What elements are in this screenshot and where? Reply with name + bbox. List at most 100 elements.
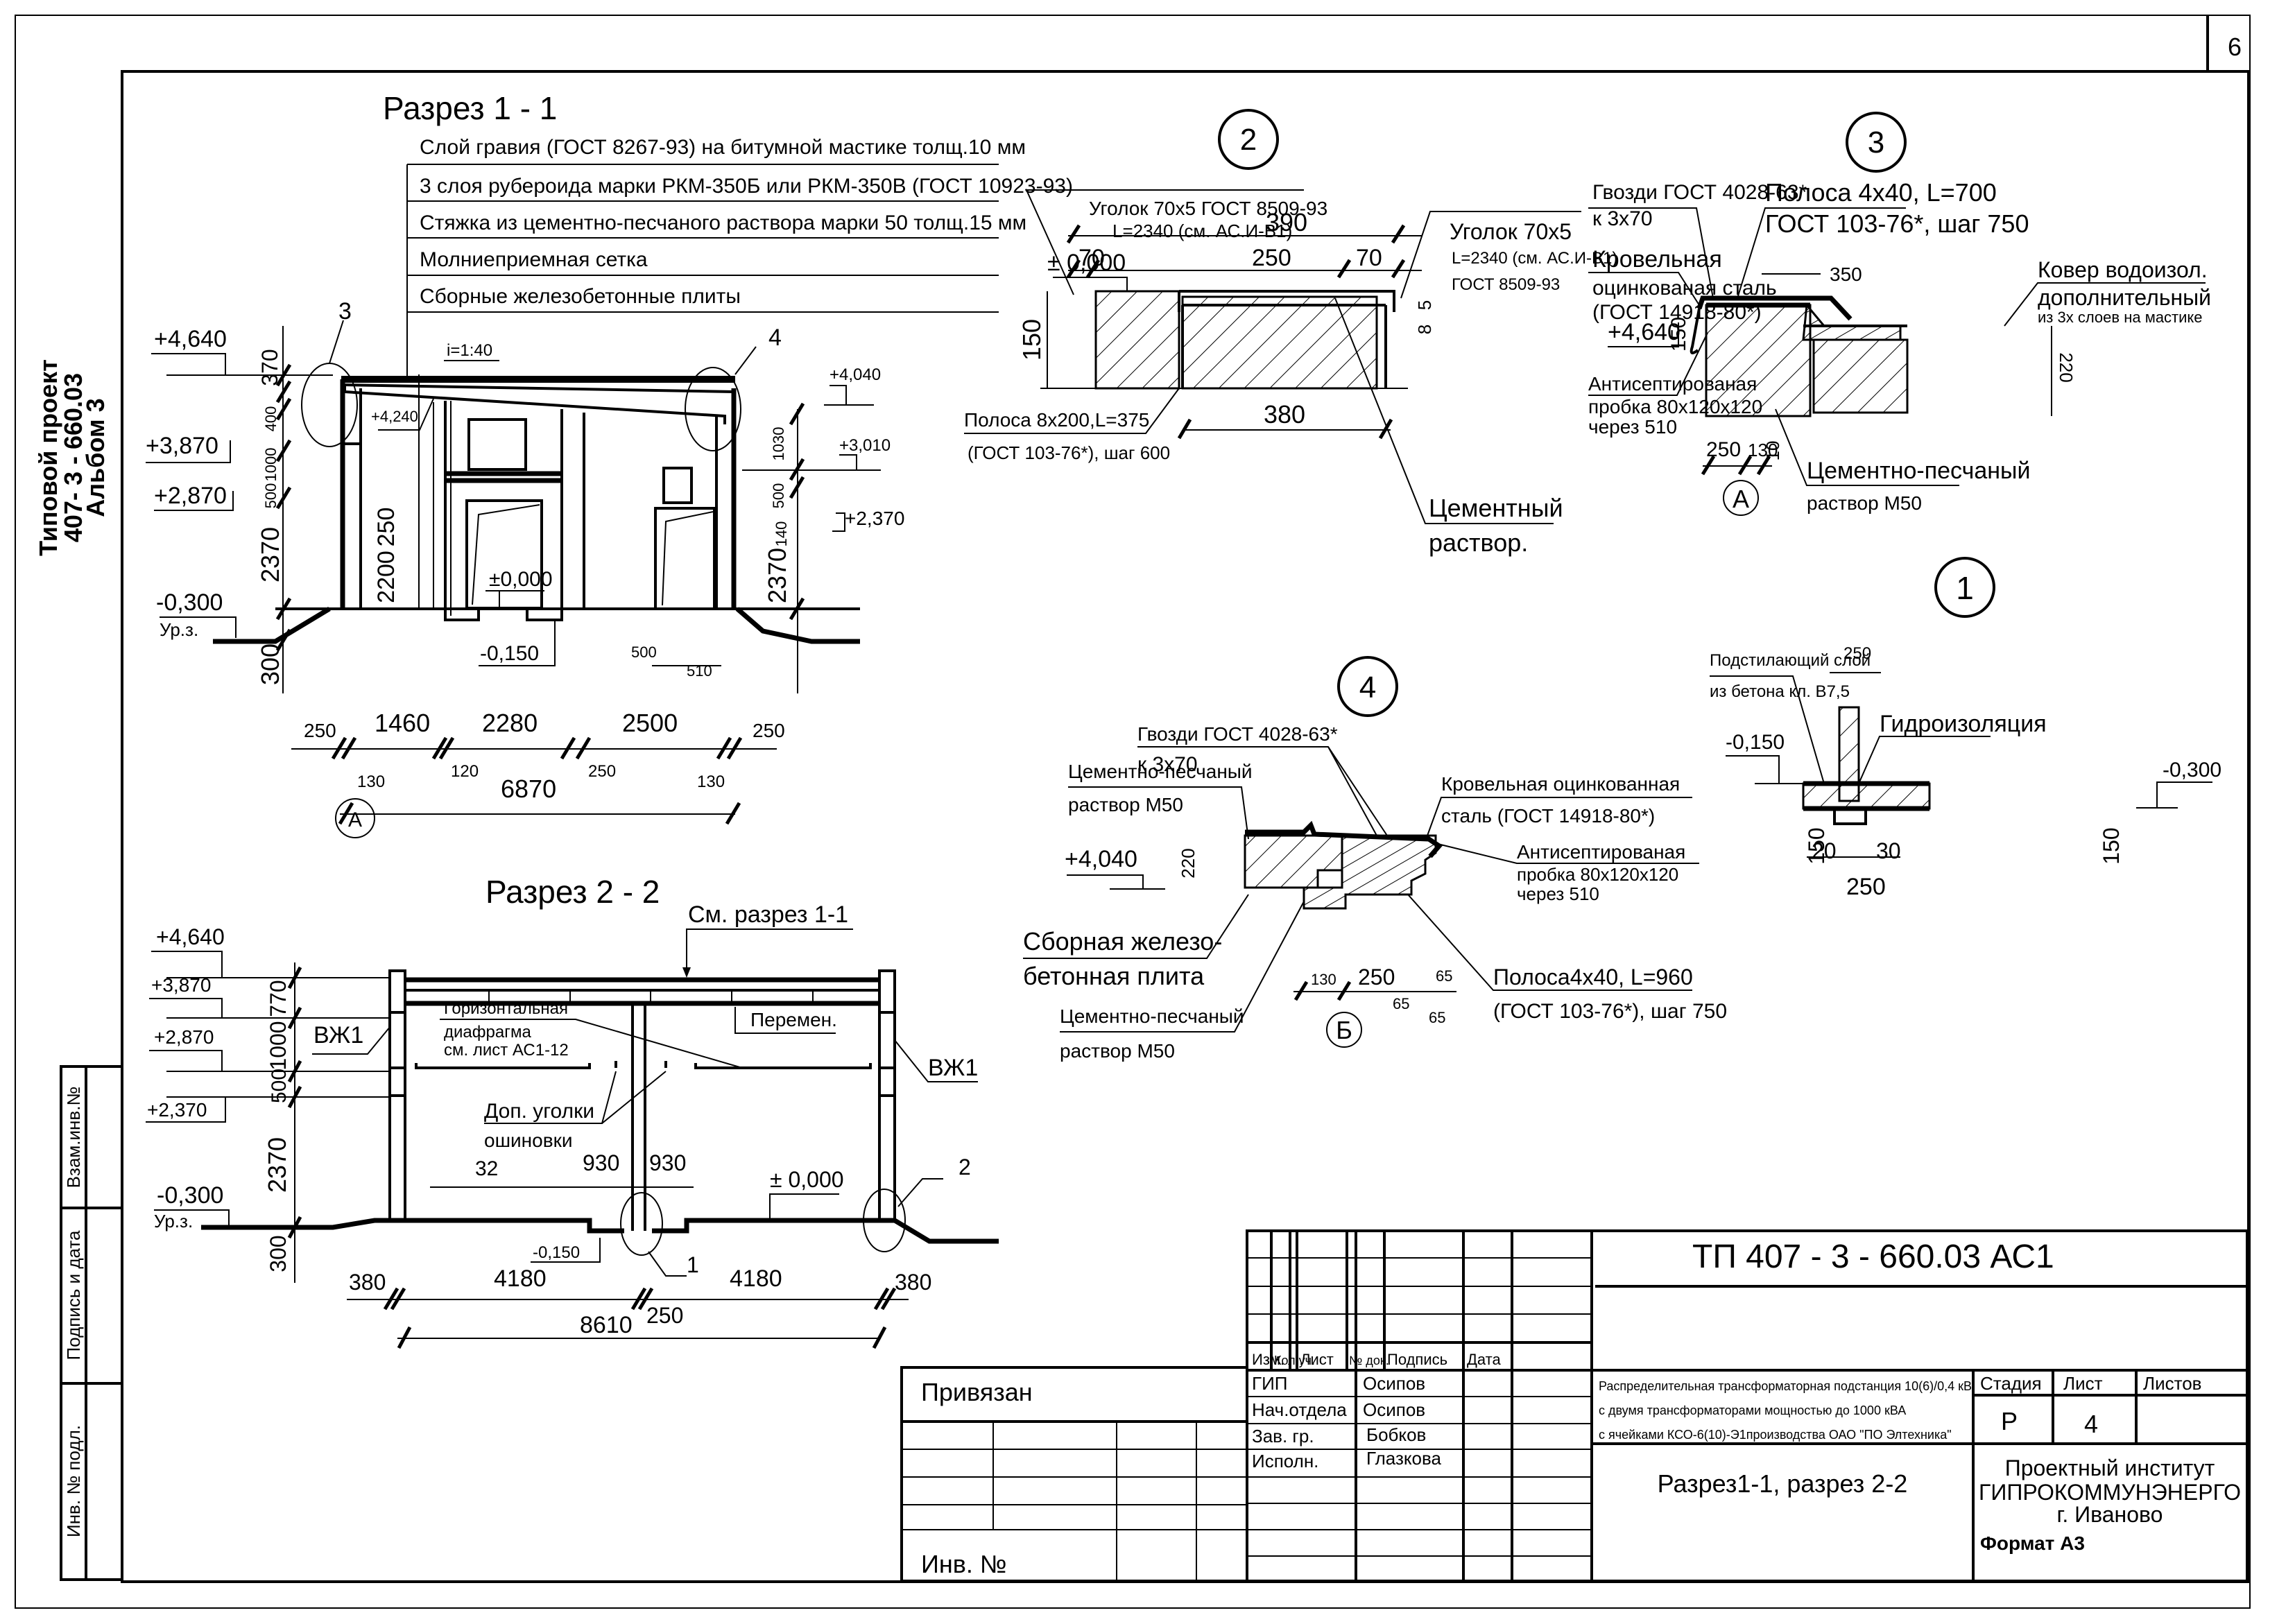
detail-2-marker xyxy=(1218,109,1279,170)
d4-mortar-top-1: Цементно-песчаный xyxy=(1068,761,1253,782)
section-2-2-levels: +4,640 +3,870 +2,870 +2,370 -0,300 Ур.з.… xyxy=(146,924,844,1263)
s2-dim-300: 300 xyxy=(266,1235,291,1272)
dim-right-500: 500 xyxy=(770,483,787,509)
d3-plug-3: через 510 xyxy=(1588,416,1677,438)
level-3870: +3,870 xyxy=(146,433,218,459)
d1-level-m150: -0,150 xyxy=(1726,731,1785,754)
d3-level-4640: +4,640 xyxy=(1608,319,1681,345)
s2-level-0: ± 0,000 xyxy=(770,1167,844,1192)
detail-3-number: 3 xyxy=(1868,126,1884,159)
dim-b-130-right: 130 xyxy=(697,772,725,791)
axis-a-label: А xyxy=(348,809,362,831)
d4-dim-65-c: 65 xyxy=(1429,1009,1445,1026)
dim-b-250-left: 250 xyxy=(304,720,336,741)
name-head-dept: Осипов xyxy=(1363,1399,1425,1420)
roof-layer-5: Сборные железобетонные плиты xyxy=(420,285,741,308)
diaphragm-label-1: Горизонтальная xyxy=(444,999,568,1018)
dim-b-250-mid: 250 xyxy=(588,762,616,781)
dim-b-1460: 1460 xyxy=(375,709,430,737)
header-izm: Изм. xyxy=(1252,1351,1284,1368)
roof-layer-3: Стяжка из цементно-песчаного раствора ма… xyxy=(420,211,1026,234)
section-1-1-dims-right: +4,040 +3,010 +2,370 1030 500 140 2370 5… xyxy=(479,365,904,693)
s2-dim-1000: 1000 xyxy=(266,1021,291,1070)
section-1-1-levels-left: +4,640 +3,870 +2,870 -0,300 Ур.з. +4,240 xyxy=(146,326,434,640)
stamp-signature-date: Подпись и дата xyxy=(63,1230,84,1360)
section-2-2-dims-left: 770 1000 500 2370 300 xyxy=(263,962,302,1283)
dim-inner-2200: 2200 xyxy=(373,551,399,603)
project-desc-3: с ячейками КСО-6(10)-Э1производства ОАО … xyxy=(1599,1428,1952,1442)
diaphragm-label-2: диафрагма xyxy=(444,1023,531,1042)
header-date: Дата xyxy=(1467,1351,1501,1368)
detail-4-callout-circle xyxy=(685,367,741,451)
s2-dim-4180-right: 4180 xyxy=(730,1265,782,1292)
stamp-original-inv: Инв. № подл. xyxy=(63,1425,84,1537)
dim-right-140: 140 xyxy=(773,521,790,547)
detail-3-marker xyxy=(1846,112,1907,173)
s2-dim-380-right: 380 xyxy=(895,1270,931,1295)
side-label-line2: 407- 3 - 660.03 xyxy=(59,373,87,542)
d3-dim-150: 150 xyxy=(1667,317,1690,352)
d2-angle-right-3: ГОСТ 8509-93 xyxy=(1452,275,1560,294)
s2-dim-2370: 2370 xyxy=(263,1137,291,1193)
d2-dim-250: 250 xyxy=(1252,245,1291,271)
see-section-1-1-note: См. разрез 1-1 xyxy=(688,901,848,928)
d3-mortar-1: Цементно-песчаный xyxy=(1807,458,2030,484)
section-2-2-building: 1 2 xyxy=(201,969,999,1277)
d4-plug-2: пробка 80х120х120 xyxy=(1517,864,1678,885)
role-head-dept: Нач.отдела xyxy=(1252,1399,1347,1420)
d3-carpet-1: Ковер водоизол. xyxy=(2038,257,2208,282)
d4-strip-1: Полоса4х40, L=960 xyxy=(1493,965,1693,990)
d2-mortar-1: Цементный xyxy=(1429,494,1563,522)
d2-dim-8: 8 xyxy=(1414,325,1435,334)
dim-right-1030: 1030 xyxy=(770,427,787,461)
d3-strip-1: Полоса 4х40, L=700 xyxy=(1765,178,1997,207)
sheet-header: Лист xyxy=(2063,1373,2103,1394)
section-1-1-dims-bottom: 250 1460 2280 2500 250 130 120 250 130 6… xyxy=(291,709,785,838)
name-executor: Глазкова xyxy=(1366,1448,1442,1469)
callout-4-label: 4 xyxy=(768,325,782,351)
format-label: Формат А3 xyxy=(1980,1532,2085,1554)
role-gip: ГИП xyxy=(1252,1373,1287,1394)
d2-dim-70-left: 70 xyxy=(1078,245,1105,271)
detail-4: 4 Гвозди ГОСТ 4028-63* к 3х70 Цементно-п… xyxy=(1023,656,1727,1062)
dim-500: 500 xyxy=(262,483,280,509)
d1-level-m300: -0,300 xyxy=(2163,759,2221,781)
d2-level-0: ± 0,000 xyxy=(1047,250,1126,276)
callout-2-label: 2 xyxy=(959,1155,971,1180)
dim-small-510: 510 xyxy=(687,662,712,680)
detail-1-number: 1 xyxy=(1956,570,1974,606)
dim-right-2370: 2370 xyxy=(763,548,791,603)
d3-axis-label: А xyxy=(1733,485,1749,513)
dim-2370: 2370 xyxy=(256,527,284,582)
detail-2-number: 2 xyxy=(1240,123,1257,157)
d4-axis-marker xyxy=(1326,1012,1362,1048)
d2-dim-380: 380 xyxy=(1264,400,1305,429)
side-stamp: Взам.инв.№ Подпись и дата Инв. № подл. xyxy=(60,1065,123,1581)
d2-strip-1: Полоса 8х200,L=375 xyxy=(964,409,1149,431)
dim-inner-250: 250 xyxy=(373,508,399,547)
d2-dim-390: 390 xyxy=(1266,208,1307,236)
d2-angle-right-2: L=2340 (см. АС.И-В1) xyxy=(1452,249,1617,268)
d1-dim-150-left: 150 xyxy=(1804,827,1829,864)
ground-level: Ур.з. xyxy=(160,619,198,640)
side-label-line3: Альбом 3 xyxy=(81,398,110,517)
callout-3-label: 3 xyxy=(338,298,352,325)
stage-value: Р xyxy=(2001,1407,2018,1435)
d3-carpet-2: дополнительный xyxy=(2038,285,2211,310)
d3-nails-2: к 3х70 xyxy=(1592,207,1653,230)
role-group-lead: Зав. гр. xyxy=(1252,1426,1314,1446)
side-project-label: Типовой проект 407- 3 - 660.03 Альбом 3 xyxy=(34,359,110,556)
detail-2: 2 Уголок 70х5 ГОСТ 8509-93 L=2340 (см. А… xyxy=(964,109,1617,557)
detail-1-marker xyxy=(1934,557,1995,618)
stamp-replace-inv: Взам.инв.№ xyxy=(63,1087,84,1189)
s2-dim-4180-left: 4180 xyxy=(494,1265,547,1292)
s2-level-3870: +3,870 xyxy=(151,974,211,996)
d3-plug-1: Антисептированая xyxy=(1588,373,1757,395)
d1-dim-bottom-250: 250 xyxy=(1846,874,1886,900)
s2-dim-32: 32 xyxy=(475,1157,498,1180)
d2-dim-5: 5 xyxy=(1414,300,1435,310)
side-label-line1: Типовой проект xyxy=(34,359,62,556)
detail-2-callout-circle xyxy=(863,1189,906,1252)
org-line-1: Проектный институт xyxy=(2005,1455,2215,1480)
section-1-1-building: 3 4 i=1:40 xyxy=(213,298,860,644)
